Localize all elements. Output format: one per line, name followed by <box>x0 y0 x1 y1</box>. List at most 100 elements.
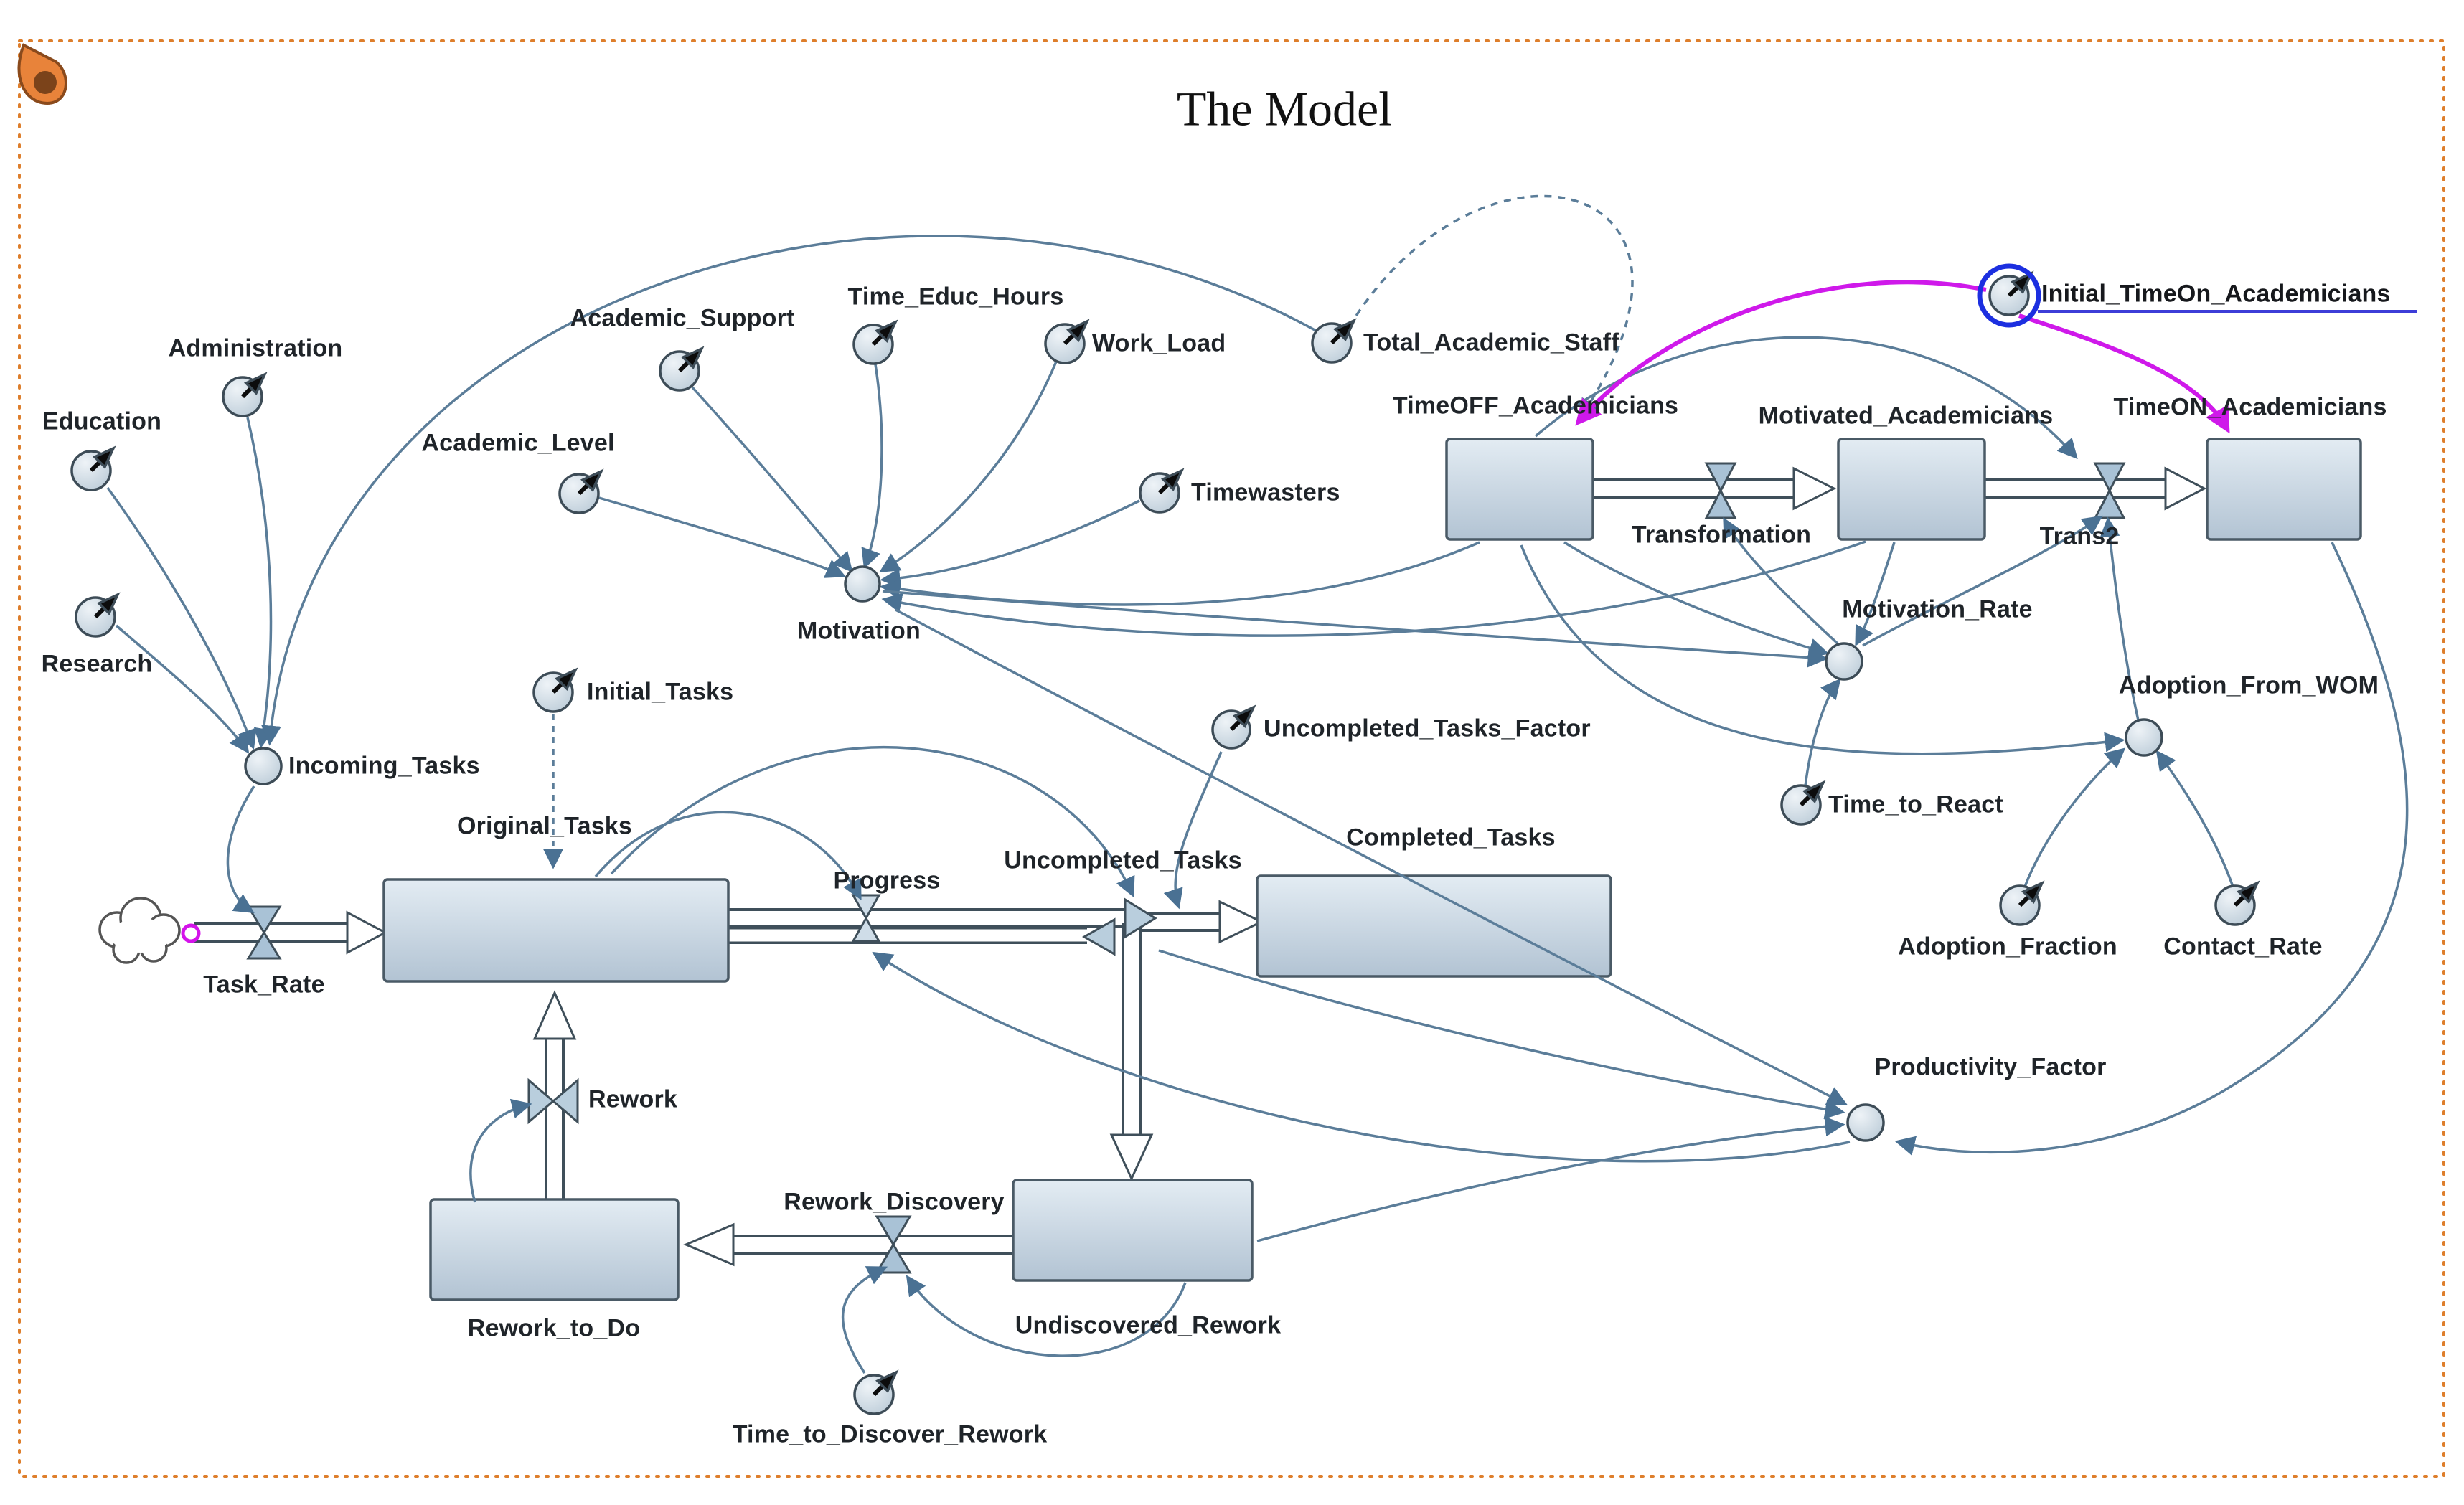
label-time-to-react[interactable]: Time_to_React <box>1828 791 2003 818</box>
connector-adoption-from-wom-to-trans2[interactable] <box>2099 516 2140 721</box>
connector-education-to-incoming-tasks[interactable] <box>106 486 257 750</box>
label-time-educ-hours[interactable]: Time_Educ_Hours <box>847 283 1064 311</box>
connector-time-to-react-to-motivation-rate[interactable] <box>1804 678 1841 787</box>
label-incoming-tasks[interactable]: Incoming_Tasks <box>288 752 480 780</box>
stock-timeoff-academicians[interactable] <box>1445 438 1594 541</box>
connector-productivity-factor-to-progress[interactable] <box>872 951 1851 1163</box>
stock-motivated-academicians[interactable] <box>1837 438 1986 541</box>
label-motivation[interactable]: Motivation <box>797 617 921 645</box>
label-uncompleted-tasks-factor[interactable]: Uncompleted_Tasks_Factor <box>1264 714 1591 742</box>
flow-pipe-transformation[interactable] <box>1593 466 1837 511</box>
label-motivation-rate[interactable]: Motivation_Rate <box>1842 595 2033 623</box>
connector-timeoff-to-motivation[interactable] <box>880 541 1480 606</box>
stock-undiscovered-rework[interactable] <box>1012 1179 1254 1282</box>
connector-uncompleted-tasks-factor-to-junction[interactable] <box>1163 751 1223 910</box>
converter-contact-rate[interactable] <box>2214 883 2257 926</box>
stock-original-tasks[interactable] <box>382 878 730 983</box>
label-adoption-from-wom[interactable]: Adoption_From_WOM <box>2118 671 2379 699</box>
converter-academic-support[interactable] <box>659 349 702 392</box>
connector-timeon-to-productivity-factor[interactable] <box>1894 542 2409 1156</box>
connector-incoming-tasks-to-task-rate[interactable] <box>226 785 255 913</box>
connector-motivated-to-motivation[interactable] <box>881 540 1866 637</box>
connector-magenta-initial-to-timeon[interactable] <box>2018 313 2230 434</box>
connector-motivation-to-motivation-rate[interactable] <box>882 590 1828 668</box>
connector-motivation-to-productivity-factor[interactable] <box>895 608 1848 1105</box>
connector-research-to-incoming-tasks[interactable] <box>115 624 250 754</box>
connector-timewasters-to-motivation[interactable] <box>880 499 1140 589</box>
label-timeon-academicians[interactable]: TimeON_Academicians <box>2113 393 2387 421</box>
valve-trans2[interactable] <box>2093 462 2126 519</box>
connector-time-educ-hours-to-motivation[interactable] <box>861 364 883 570</box>
connector-academic-support-to-motivation[interactable] <box>691 386 853 573</box>
label-work-load[interactable]: Work_Load <box>1092 329 1226 357</box>
connector-magenta-initial-to-timeoff[interactable] <box>1575 280 1987 426</box>
label-timeoff-academicians[interactable]: TimeOFF_Academicians <box>1392 392 1679 420</box>
connector-academic-level-to-motivation[interactable] <box>598 496 847 578</box>
valve-progress[interactable] <box>851 894 881 943</box>
stock-rework-to-do[interactable] <box>429 1198 680 1301</box>
connector-total-academic-staff-to-incoming-tasks[interactable] <box>261 235 1318 746</box>
connector-original-tasks-to-progress[interactable] <box>594 811 862 900</box>
pin-icon[interactable] <box>17 43 67 105</box>
converter-motivation[interactable] <box>844 565 881 603</box>
connector-motivation-rate-to-trans2[interactable] <box>1862 515 2103 647</box>
connector-adoption-fraction-to-wom[interactable] <box>2023 747 2126 887</box>
label-administration[interactable]: Administration <box>168 334 343 362</box>
connector-administration-to-incoming-tasks[interactable] <box>246 417 274 749</box>
label-initial-timeon-academicians[interactable]: Initial_TimeOn_Academicians <box>2041 280 2391 308</box>
label-completed-tasks[interactable]: Completed_Tasks <box>1346 824 1556 851</box>
label-rework[interactable]: Rework <box>588 1085 678 1113</box>
connector-work-load-to-motivation[interactable] <box>879 361 1058 572</box>
converter-productivity-factor[interactable] <box>1846 1103 1885 1142</box>
flow-pipe-progress[interactable] <box>728 900 1264 944</box>
converter-uncompleted-tasks-factor[interactable] <box>1211 707 1254 750</box>
converter-academic-level[interactable] <box>558 471 601 514</box>
converter-work-load[interactable] <box>1044 321 1087 364</box>
label-adoption-fraction[interactable]: Adoption_Fraction <box>1898 933 2117 961</box>
converter-incoming-tasks[interactable] <box>244 747 283 785</box>
converter-adoption-from-wom[interactable] <box>2125 718 2163 757</box>
label-progress[interactable]: Progress <box>833 867 941 895</box>
label-productivity-factor[interactable]: Productivity_Factor <box>1874 1053 2107 1081</box>
label-total-academic-staff[interactable]: Total_Academic_Staff <box>1363 329 1619 357</box>
connector-undiscovered-to-rework-discovery[interactable] <box>906 1275 1187 1357</box>
label-initial-tasks[interactable]: Initial_Tasks <box>587 678 734 706</box>
label-motivated-academicians[interactable]: Motivated_Academicians <box>1758 402 2054 430</box>
flow-pipe-task-rate[interactable] <box>194 910 388 955</box>
connector-timeoff-to-wom[interactable] <box>1520 544 2125 755</box>
converter-time-to-react[interactable] <box>1780 783 1823 826</box>
converter-administration[interactable] <box>222 374 265 417</box>
label-original-tasks[interactable]: Original_Tasks <box>456 812 633 840</box>
converter-timewasters[interactable] <box>1139 471 1182 514</box>
converter-initial-tasks[interactable] <box>532 670 575 713</box>
valve-transformation[interactable] <box>1704 462 1737 519</box>
connector-contact-rate-to-wom[interactable] <box>2155 750 2234 887</box>
label-academic-level[interactable]: Academic_Level <box>421 429 615 457</box>
label-contact-rate[interactable]: Contact_Rate <box>2163 933 2323 961</box>
label-education[interactable]: Education <box>42 407 162 435</box>
connector-uncompleted-to-productivity-factor[interactable] <box>1158 949 1845 1120</box>
connector-arch-timeoff-to-trans2[interactable] <box>1534 336 2078 460</box>
converter-research[interactable] <box>75 595 118 638</box>
flow-pipe-trans2[interactable] <box>1985 466 2207 511</box>
flow-pipe-rework-discovery[interactable] <box>683 1222 1013 1267</box>
label-trans2[interactable]: Trans2 <box>2039 522 2120 550</box>
label-academic-support[interactable]: Academic_Support <box>570 304 795 332</box>
flow-pipe-uncompleted-tasks[interactable] <box>1081 897 1157 1181</box>
converter-time-educ-hours[interactable] <box>852 322 895 365</box>
connector-undiscovered-to-productivity-factor[interactable] <box>1256 1116 1845 1242</box>
converter-motivation-rate[interactable] <box>1825 642 1863 681</box>
label-rework-to-do[interactable]: Rework_to_Do <box>467 1314 641 1342</box>
label-uncompleted-tasks[interactable]: Uncompleted_Tasks <box>1004 846 1242 874</box>
stock-timeon-academicians[interactable] <box>2206 438 2362 541</box>
connector-motivation-rate-to-transformation[interactable] <box>1723 517 1840 646</box>
label-time-to-discover-rework[interactable]: Time_to_Discover_Rework <box>732 1420 1048 1448</box>
stock-completed-tasks[interactable] <box>1256 874 1612 978</box>
connector-timeoff-to-motivation-rate[interactable] <box>1563 541 1830 659</box>
label-rework-discovery[interactable]: Rework_Discovery <box>784 1188 1005 1216</box>
converter-education[interactable] <box>70 448 113 491</box>
converter-total-academic-staff[interactable] <box>1311 321 1354 364</box>
connector-original-tasks-to-uncompleted[interactable] <box>610 745 1135 898</box>
cloud-icon[interactable] <box>98 897 181 964</box>
connector-rework-to-do-to-rework[interactable] <box>469 1098 532 1203</box>
